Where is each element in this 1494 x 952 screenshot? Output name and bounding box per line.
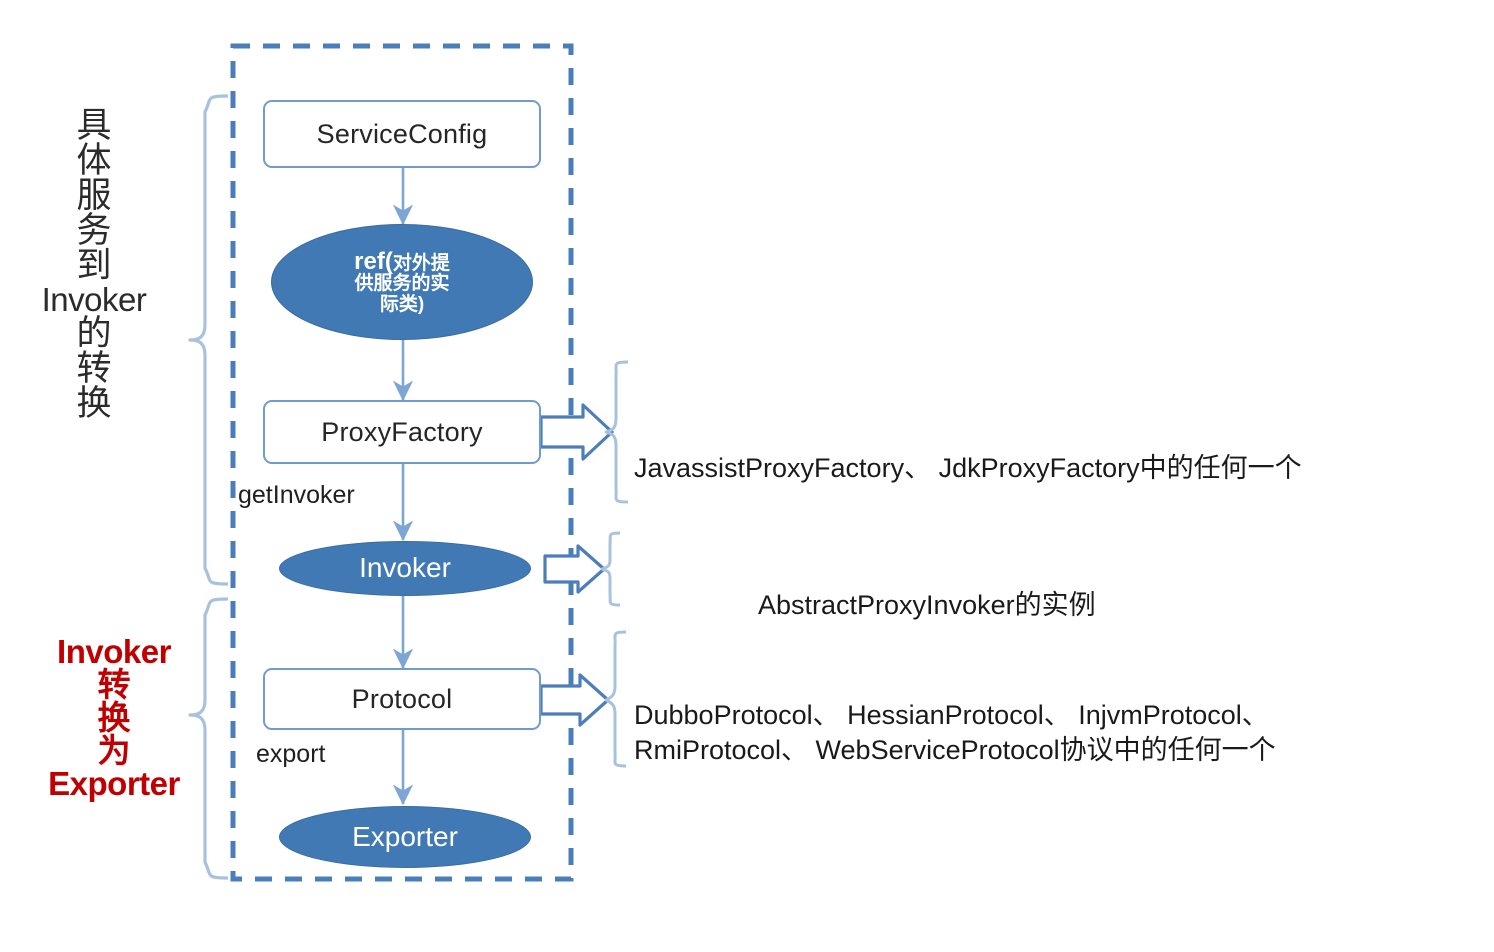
node-proxy-factory[interactable]: ProxyFactory [263,400,541,464]
edge-label-export: export [256,740,325,769]
block-arrow-invoker [543,544,606,594]
left-brace-group-2 [188,597,229,880]
group1-char-2: 服 [76,176,112,215]
edge-label-get-invoker-text: getInvoker [238,481,355,509]
annotation-invoker: AbstractProxyInvoker的实例 [758,552,1096,623]
group1-char-7: 转 [76,349,112,388]
group1-char-1: 体 [76,141,112,180]
group2-char-1: 转 [97,666,131,703]
annotation-protocol: DubboProtocol、 HessianProtocol、 InjvmPro… [634,662,1474,769]
group1-char-0: 具 [76,106,112,145]
right-brace-proxyfactory [604,360,629,504]
node-ref[interactable]: ref(对外提 供服务的实 际类) [271,224,533,340]
group2-char-0: Invoker [57,633,171,670]
group2-char-2: 换 [97,699,131,736]
node-protocol-label: Protocol [351,683,453,714]
group1-char-4: 到 [76,246,112,285]
node-ref-label-line-0: ref(对外提 [354,247,450,275]
edge-label-get-invoker: getInvoker [238,481,355,510]
annotation-proxy-factory-text: JavassistProxyFactory、 JdkProxyFactory中的… [634,452,1302,483]
block-arrow-protocol [539,673,610,727]
node-ref-label-sub-0: 对外提 [392,252,450,274]
annotation-proxy-factory: JavassistProxyFactory、 JdkProxyFactory中的… [634,415,1302,486]
group-label-service-to-invoker: 具 体 服 务 到 Invoker 的 转 换 [42,106,147,423]
group1-char-3: 务 [76,211,112,250]
group1-char-8: 换 [76,384,112,423]
right-brace-protocol [604,630,627,768]
annotation-invoker-text: AbstractProxyInvoker的实例 [758,589,1096,620]
group2-char-4: Exporter [48,765,180,802]
group-label-invoker-to-exporter: Invoker 转 换 为 Exporter [48,635,180,800]
edge-label-export-text: export [256,740,326,768]
node-ref-label-main: ref( [354,247,393,275]
node-ref-label-sub-2: 际类) [379,293,425,315]
node-service-config-label: ServiceConfig [316,118,488,149]
node-ref-label-sub-1: 供服务的实 [354,273,450,295]
group1-char-5: Invoker [41,281,147,318]
annotation-protocol-text: DubboProtocol、 HessianProtocol、 InjvmPro… [634,699,1276,766]
node-invoker-label: Invoker [359,552,451,584]
node-exporter-label: Exporter [352,820,458,852]
group2-char-3: 为 [97,732,131,769]
node-proxy-factory-label: ProxyFactory [321,416,483,447]
node-service-config[interactable]: ServiceConfig [263,100,541,168]
left-brace-group-1 [188,94,229,586]
node-protocol[interactable]: Protocol [263,668,541,730]
block-arrow-proxyfactory [539,403,614,461]
node-exporter[interactable]: Exporter [279,806,531,868]
right-brace-invoker [600,531,621,607]
node-invoker[interactable]: Invoker [279,541,531,596]
group1-char-6: 的 [76,314,112,353]
